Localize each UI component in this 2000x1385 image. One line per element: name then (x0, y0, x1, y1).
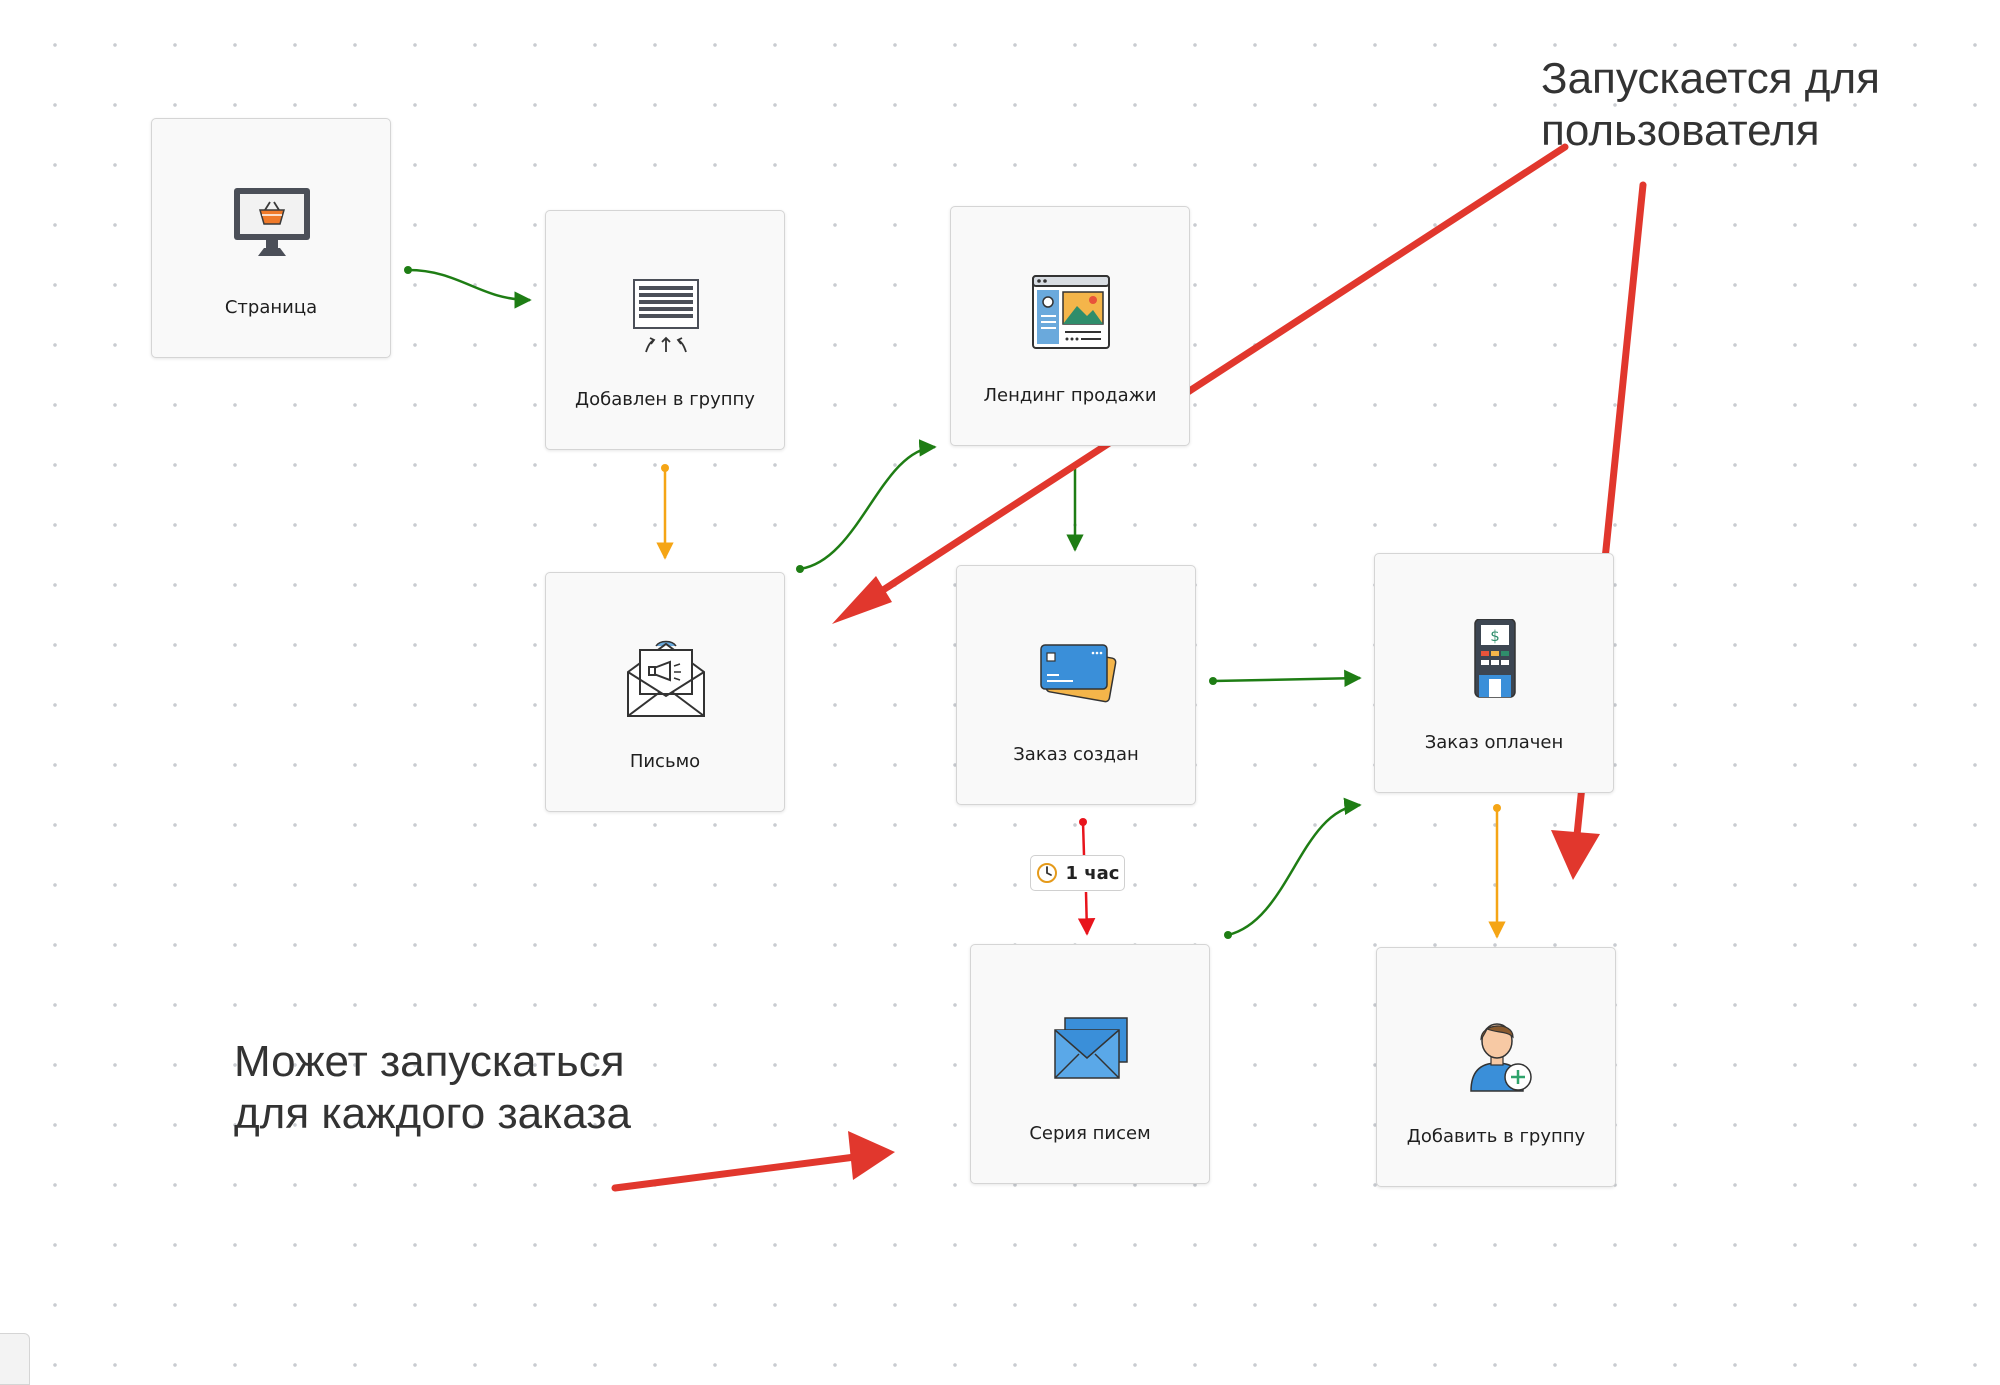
annotation-arrow-top-left (832, 143, 1569, 624)
node-letter[interactable]: Письмо (545, 572, 785, 812)
edge-letter-to-landing[interactable] (796, 439, 937, 573)
delay-text: 1 час (1065, 862, 1120, 884)
node-label: Письмо (629, 751, 701, 772)
monitor-basket-icon (234, 188, 310, 256)
node-stranitsa[interactable]: Страница (151, 118, 391, 358)
node-add-to-group[interactable]: Добавить в группу (1376, 947, 1616, 1187)
edge-order-created-to-paid[interactable] (1209, 669, 1362, 688)
edge-paid-to-add-group[interactable] (1488, 804, 1506, 939)
edge-series-to-paid[interactable] (1224, 797, 1362, 939)
annotation-top-right: Запускается для пользователя (1541, 53, 1880, 157)
node-order-created[interactable]: Заказ создан (956, 565, 1196, 805)
annotation-line: Может запускаться (234, 1037, 625, 1086)
annotation-bottom-left: Может запускаться для каждого заказа (234, 1036, 631, 1140)
edge-stranitsa-to-added[interactable] (404, 266, 532, 309)
node-label: Заказ оплачен (1424, 732, 1564, 753)
payment-terminal-icon: $ (1474, 619, 1516, 698)
annotation-line: Запускается для (1541, 54, 1880, 103)
corner-panel-tab[interactable] (0, 1333, 30, 1385)
node-label: Лендинг продажи (983, 385, 1157, 406)
node-label: Страница (224, 297, 318, 318)
node-added-to-group[interactable]: Добавлен в группу (545, 210, 785, 450)
node-email-series[interactable]: Серия писем (970, 944, 1210, 1184)
group-list-icon (633, 279, 699, 353)
credit-cards-icon (1040, 644, 1117, 703)
node-label: Добавить в группу (1406, 1126, 1586, 1147)
envelope-megaphone-icon (627, 640, 705, 717)
annotation-line: для каждого заказа (234, 1089, 631, 1138)
email-series-icon (1054, 1017, 1128, 1079)
edge-added-to-letter[interactable] (656, 464, 674, 560)
svg-text:$: $ (1490, 627, 1500, 645)
node-landing[interactable]: Лендинг продажи (950, 206, 1190, 446)
node-label: Серия писем (1029, 1123, 1151, 1144)
clock-icon (1036, 863, 1057, 883)
edge-order-created-to-series[interactable] (1077, 818, 1096, 936)
add-user-icon (1470, 1023, 1532, 1092)
annotation-line: пользователя (1541, 106, 1820, 155)
node-label: Добавлен в группу (575, 389, 755, 410)
node-order-paid[interactable]: $ Заказ оплачен (1374, 553, 1614, 793)
delay-badge[interactable]: 1 час (1030, 855, 1125, 891)
annotation-arrow-bottom (611, 1131, 895, 1192)
node-label: Заказ создан (1013, 744, 1139, 765)
landing-page-icon (1032, 275, 1110, 349)
